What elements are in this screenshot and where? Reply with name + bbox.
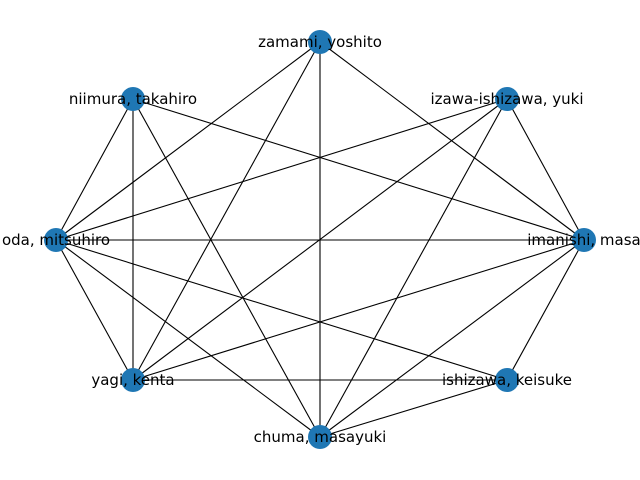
edge-niimura-chuma [132, 98, 321, 438]
label-layer: zamami, yoshito izawa-ishizawa, yuki imani… [2, 33, 640, 446]
node-label-niimura: niimura, takahiro [69, 90, 197, 108]
edge-oda-ishizawa [55, 239, 508, 381]
edge-chuma-ishizawa [319, 379, 508, 438]
edge-ishizawa-imanishi [506, 239, 585, 381]
edge-izawa-chuma [319, 98, 508, 438]
node-label-oda: oda, mitsuhiro [2, 231, 110, 249]
node-niimura [121, 87, 145, 111]
node-ishizawa [495, 368, 519, 392]
edge-yagi-imanishi [132, 239, 585, 381]
edge-niimura-oda [55, 98, 134, 241]
node-yagi [121, 368, 145, 392]
edge-zamami-oda [55, 41, 321, 241]
edge-layer [55, 41, 585, 438]
node-oda [44, 228, 68, 252]
node-izawa [495, 87, 519, 111]
edge-izawa-oda [55, 98, 508, 241]
edge-zamami-yagi [132, 41, 321, 381]
node-label-ishizawa: ishizawa, keisuke [442, 371, 572, 389]
node-label-chuma: chuma, masayuki [254, 428, 387, 446]
edge-izawa-imanishi [506, 98, 585, 241]
edge-oda-yagi [55, 239, 134, 381]
node-label-zamami: zamami, yoshito [258, 33, 382, 51]
edge-niimura-imanishi [132, 98, 585, 241]
edge-oda-chuma [55, 239, 321, 438]
node-imanishi [572, 228, 596, 252]
node-layer [44, 30, 596, 449]
edge-chuma-imanishi [319, 239, 585, 438]
node-label-izawa: izawa-ishizawa, yuki [430, 90, 583, 108]
node-chuma [308, 425, 332, 449]
node-zamami [308, 30, 332, 54]
node-label-imanishi: imanishi, masa [527, 231, 640, 249]
node-label-yagi: yagi, kenta [91, 371, 174, 389]
